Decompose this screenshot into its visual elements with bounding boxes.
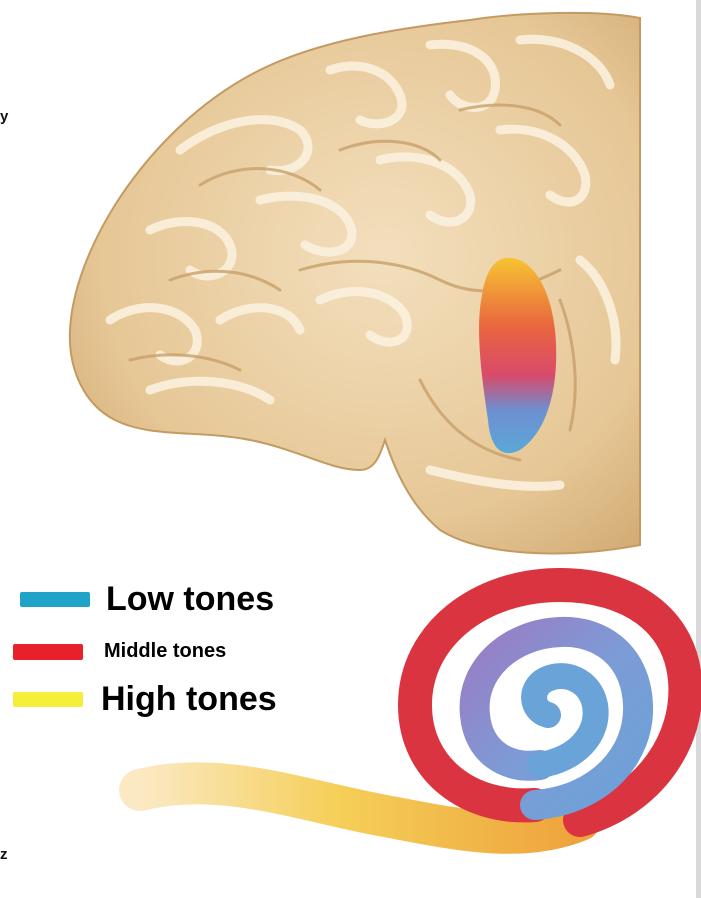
low-tones-swatch <box>20 592 90 607</box>
high-tones-swatch <box>13 692 83 707</box>
legend-label: Middle tones <box>104 640 226 663</box>
cochlea-inner-turn <box>534 676 596 765</box>
legend-item-middle: Middle tones <box>10 640 226 663</box>
brain-illustration <box>70 13 640 554</box>
middle-tones-swatch <box>13 644 83 660</box>
legend-label: Low tones <box>106 580 274 619</box>
legend-label: High tones <box>101 680 277 719</box>
legend-item-low: Low tones <box>10 580 274 619</box>
legend-item-high: High tones <box>10 680 277 719</box>
brain-outline <box>70 13 640 554</box>
